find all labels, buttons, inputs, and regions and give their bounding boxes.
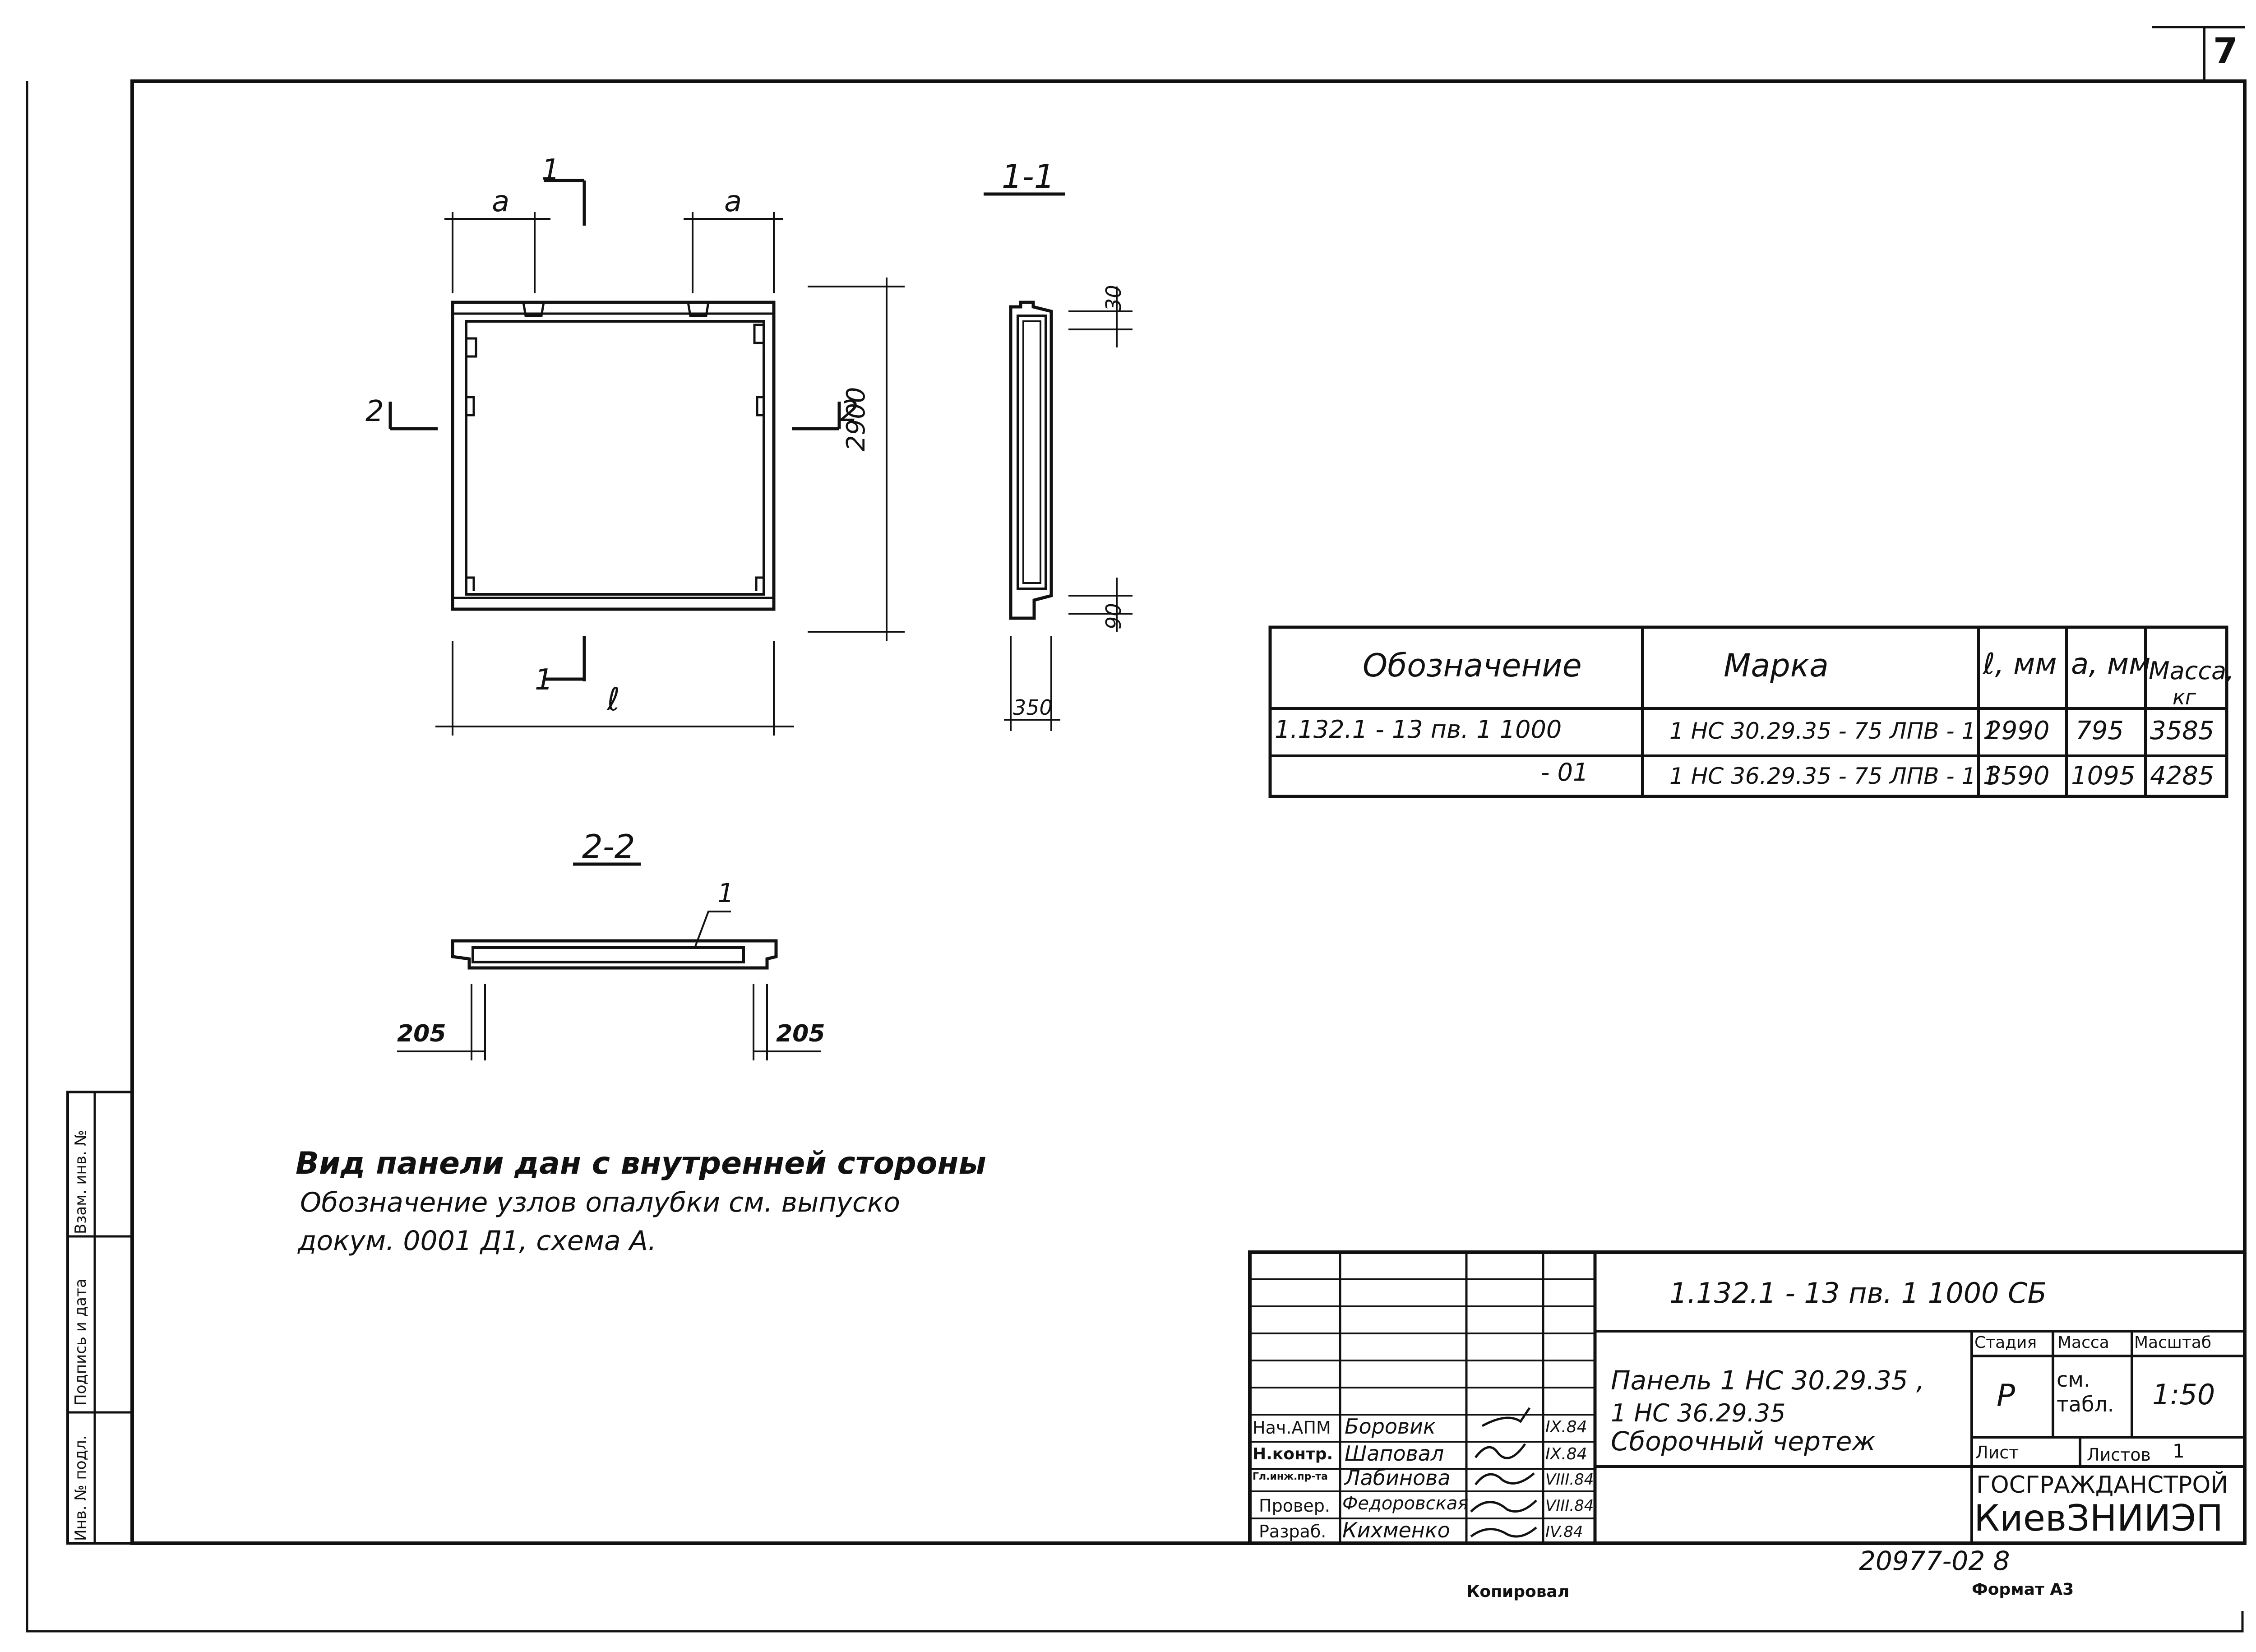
spec-row2-l: 3590 (1985, 761, 2050, 791)
date-head-apm: IX.84 (1545, 1418, 1587, 1436)
sheet-header: Лист (1975, 1443, 2019, 1462)
spec-header-mass: Масса, (2149, 657, 2234, 685)
name-head-apm: Боровик (1345, 1414, 1436, 1439)
spec-row2-designation: - 01 (1541, 758, 1589, 787)
name-checked: Федоровская (1342, 1493, 1469, 1514)
mass-value: см. табл. (2057, 1367, 2114, 1417)
spec-header-a: a, мм (2071, 648, 2151, 681)
margin-signature-date: Подпись и дата (72, 1278, 90, 1406)
section-1-1-label: 1-1 (1002, 157, 1055, 195)
panel-front-view (388, 179, 905, 736)
spec-row1-a: 795 (2076, 716, 2124, 745)
dim-length: ℓ (607, 681, 620, 718)
cut-label-1-top: 1 (541, 153, 560, 187)
spec-header-designation: Обозначение (1363, 647, 1582, 684)
dim-a-left: a (492, 185, 510, 218)
name-developed: Кихменко (1342, 1518, 1450, 1542)
spec-row2-a: 1095 (2071, 761, 2136, 791)
copied-by-label: Копировал (1466, 1583, 1570, 1601)
signatures (1470, 1407, 1537, 1538)
note-line-3: докум. 0001 Д1, схема А. (298, 1225, 656, 1257)
spec-row2-mark: 1 НС 36.29.35 - 75 ЛПВ - 1.1 (1669, 763, 1997, 789)
spec-header-l: ℓ, мм (1983, 648, 2057, 681)
format-label: Формат А3 (1972, 1580, 2074, 1599)
cut-label-2-right: 2 (840, 395, 859, 428)
date-checked: VIII.84 (1545, 1497, 1594, 1515)
dim-thickness: 350 (1013, 695, 1053, 720)
note-line-1: Вид панели дан с внутренней стороны (296, 1146, 986, 1181)
spec-header-mark: Марка (1724, 647, 1829, 684)
role-developed: Разраб. (1259, 1522, 1327, 1541)
margin-original-inv: Инв. № подл. (72, 1435, 90, 1541)
stage-header: Стадия (1974, 1333, 2037, 1352)
role-head-apm: Нач.АПМ (1253, 1418, 1331, 1438)
role-norm-control: Н.контр. (1253, 1445, 1333, 1463)
dim-height: 2900 (841, 387, 871, 451)
cut-label-2-left: 2 (365, 395, 384, 428)
spec-row1-mass: 3585 (2150, 716, 2214, 745)
document-code: 1.132.1 - 13 пв. 1 1000 СБ (1669, 1277, 2047, 1310)
inventory-number: 20977-02 8 (1859, 1546, 2010, 1576)
spec-row1-designation: 1.132.1 - 13 пв. 1 1000 (1275, 715, 1562, 744)
stage-value: Р (1997, 1378, 2016, 1414)
date-norm-control: IX.84 (1545, 1445, 1587, 1463)
spec-row2-mass: 4285 (2150, 761, 2214, 791)
title-line-3: Сборочный чертеж (1611, 1426, 1876, 1457)
sheets-value: 1 (2173, 1440, 2185, 1462)
section-1-1-view (984, 192, 1133, 731)
spec-header-kg: кг (2173, 685, 2196, 709)
date-developed: IV.84 (1545, 1523, 1583, 1541)
mass-header: Масса (2057, 1333, 2109, 1352)
dim-top-30: 30 (1101, 285, 1126, 311)
org-institute: КиевЗНИИЭП (1974, 1497, 2224, 1539)
org-name: ГОСГРАЖДАНСТРОЙ (1976, 1472, 2228, 1499)
scale-value: 1:50 (2152, 1378, 2215, 1411)
dim-a-right: a (724, 185, 742, 218)
dim-205-right: 205 (776, 1020, 825, 1047)
date-chief-engineer: VIII.84 (1545, 1471, 1594, 1489)
scale-header: Масштаб (2134, 1333, 2212, 1352)
cut-label-1-bottom: 1 (535, 663, 553, 697)
dim-205-left: 205 (397, 1020, 446, 1047)
role-chief-engineer: Гл.инж.пр-та (1253, 1471, 1328, 1482)
title-line-2: 1 НС 36.29.35 (1611, 1399, 1786, 1427)
margin-replacement-inv: Взам. инв. № (72, 1130, 90, 1234)
name-chief-engineer: Лабинова (1345, 1466, 1451, 1490)
section-2-2-view (397, 862, 821, 1060)
role-checked: Провер. (1259, 1496, 1330, 1516)
name-norm-control: Шаповал (1345, 1441, 1444, 1466)
sheet-number: 7 (2213, 31, 2238, 72)
section-2-2-label: 2-2 (582, 828, 635, 865)
note-line-2: Обозначение узлов опалубки см. выпуско (300, 1187, 900, 1218)
dim-bottom-90: 90 (1101, 603, 1126, 629)
sheets-header: Листов (2087, 1445, 2151, 1465)
title-line-1: Панель 1 НС 30.29.35 , (1611, 1365, 1925, 1396)
spec-row1-l: 2990 (1985, 716, 2050, 745)
spec-row1-mark: 1 НС 30.29.35 - 75 ЛПВ - 1.1 (1669, 718, 1997, 744)
callout-1: 1 (717, 878, 734, 908)
